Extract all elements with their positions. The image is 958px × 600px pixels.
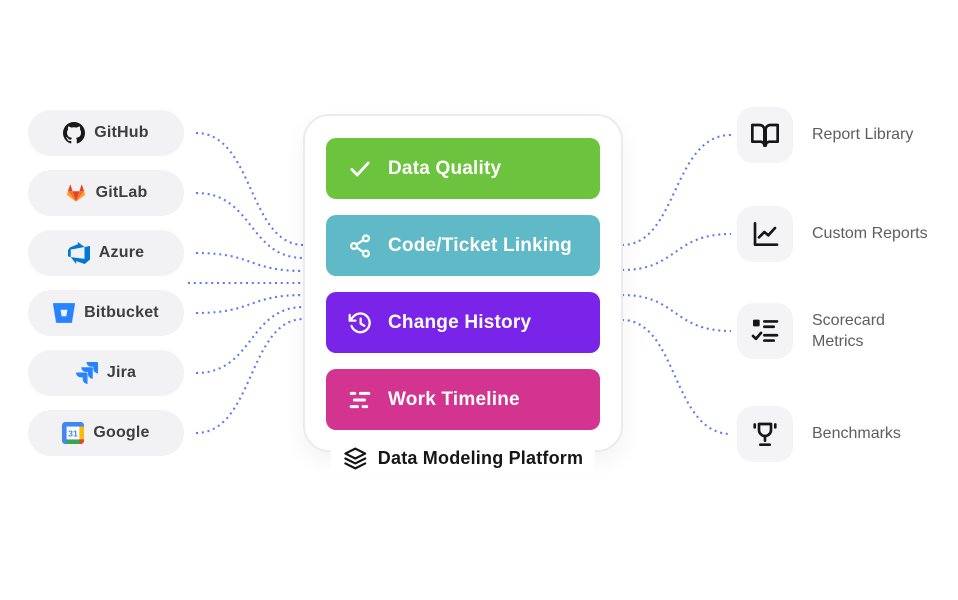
output-label-benchmarks: Benchmarks xyxy=(812,425,901,442)
connector-gitlab xyxy=(195,191,305,260)
bitbucket-icon xyxy=(53,302,76,324)
source-pill-azure: Azure xyxy=(28,230,184,276)
output-tile-benchmarks xyxy=(737,406,793,462)
feature-change-history: Change History xyxy=(326,292,600,353)
github-icon xyxy=(63,122,86,144)
trophy-icon xyxy=(749,418,781,450)
source-pill-google: 31 Google xyxy=(28,410,184,456)
share-network-icon xyxy=(347,233,373,259)
output-label-custom-reports: Custom Reports xyxy=(812,225,928,242)
source-label: Jira xyxy=(106,364,137,381)
azure-devops-icon xyxy=(67,242,90,264)
feature-label: Change History xyxy=(388,311,532,333)
source-pill-jira: Jira xyxy=(28,350,184,396)
google-calendar-icon: 31 xyxy=(62,422,85,444)
feature-label: Code/Ticket Linking xyxy=(388,234,572,256)
platform-caption-label: Data Modeling Platform xyxy=(377,447,584,468)
gitlab-icon xyxy=(65,182,87,204)
connector-google xyxy=(195,317,305,435)
source-label: Google xyxy=(93,424,150,441)
source-label: Azure xyxy=(98,244,145,261)
connector-report-library xyxy=(621,133,732,247)
platform-caption: Data Modeling Platform xyxy=(330,441,596,475)
connector-jira xyxy=(195,305,305,375)
jira-icon xyxy=(75,362,98,384)
checklist-icon xyxy=(749,315,781,347)
source-pill-gitlab: GitLab xyxy=(28,170,184,216)
connector-bitbucket xyxy=(195,293,305,315)
feature-code-ticket-linking: Code/Ticket Linking xyxy=(326,215,600,276)
output-label-scorecard-metrics: Scorecard Metrics xyxy=(812,312,885,350)
calendar-day-number: 31 xyxy=(69,428,79,438)
feature-label: Work Timeline xyxy=(388,388,520,410)
source-label: GitHub xyxy=(94,124,149,141)
source-pill-github: GitHub xyxy=(28,110,184,156)
source-label: Bitbucket xyxy=(84,304,159,321)
source-label: GitLab xyxy=(95,184,148,201)
feature-label: Data Quality xyxy=(388,157,502,179)
connector-github xyxy=(195,131,305,247)
connector-azure xyxy=(195,251,305,273)
layers-icon xyxy=(343,446,368,471)
output-label-report-library: Report Library xyxy=(812,126,914,143)
history-icon xyxy=(347,310,373,336)
feature-work-timeline: Work Timeline xyxy=(326,369,600,430)
check-icon xyxy=(347,156,373,182)
timeline-bars-icon xyxy=(347,387,373,413)
feature-data-quality: Data Quality xyxy=(326,138,600,199)
connector-custom-reports xyxy=(621,232,732,272)
line-chart-icon xyxy=(749,218,781,250)
source-pill-bitbucket: Bitbucket xyxy=(28,290,184,336)
open-book-icon xyxy=(749,119,781,151)
platform-card: Data Quality Code/Ticket Linking Change … xyxy=(303,114,623,475)
output-tile-report-library xyxy=(737,107,793,163)
connector-benchmarks xyxy=(621,318,732,436)
output-tile-custom-reports xyxy=(737,206,793,262)
output-tile-scorecard-metrics xyxy=(737,303,793,359)
connector-scorecard xyxy=(621,293,732,333)
